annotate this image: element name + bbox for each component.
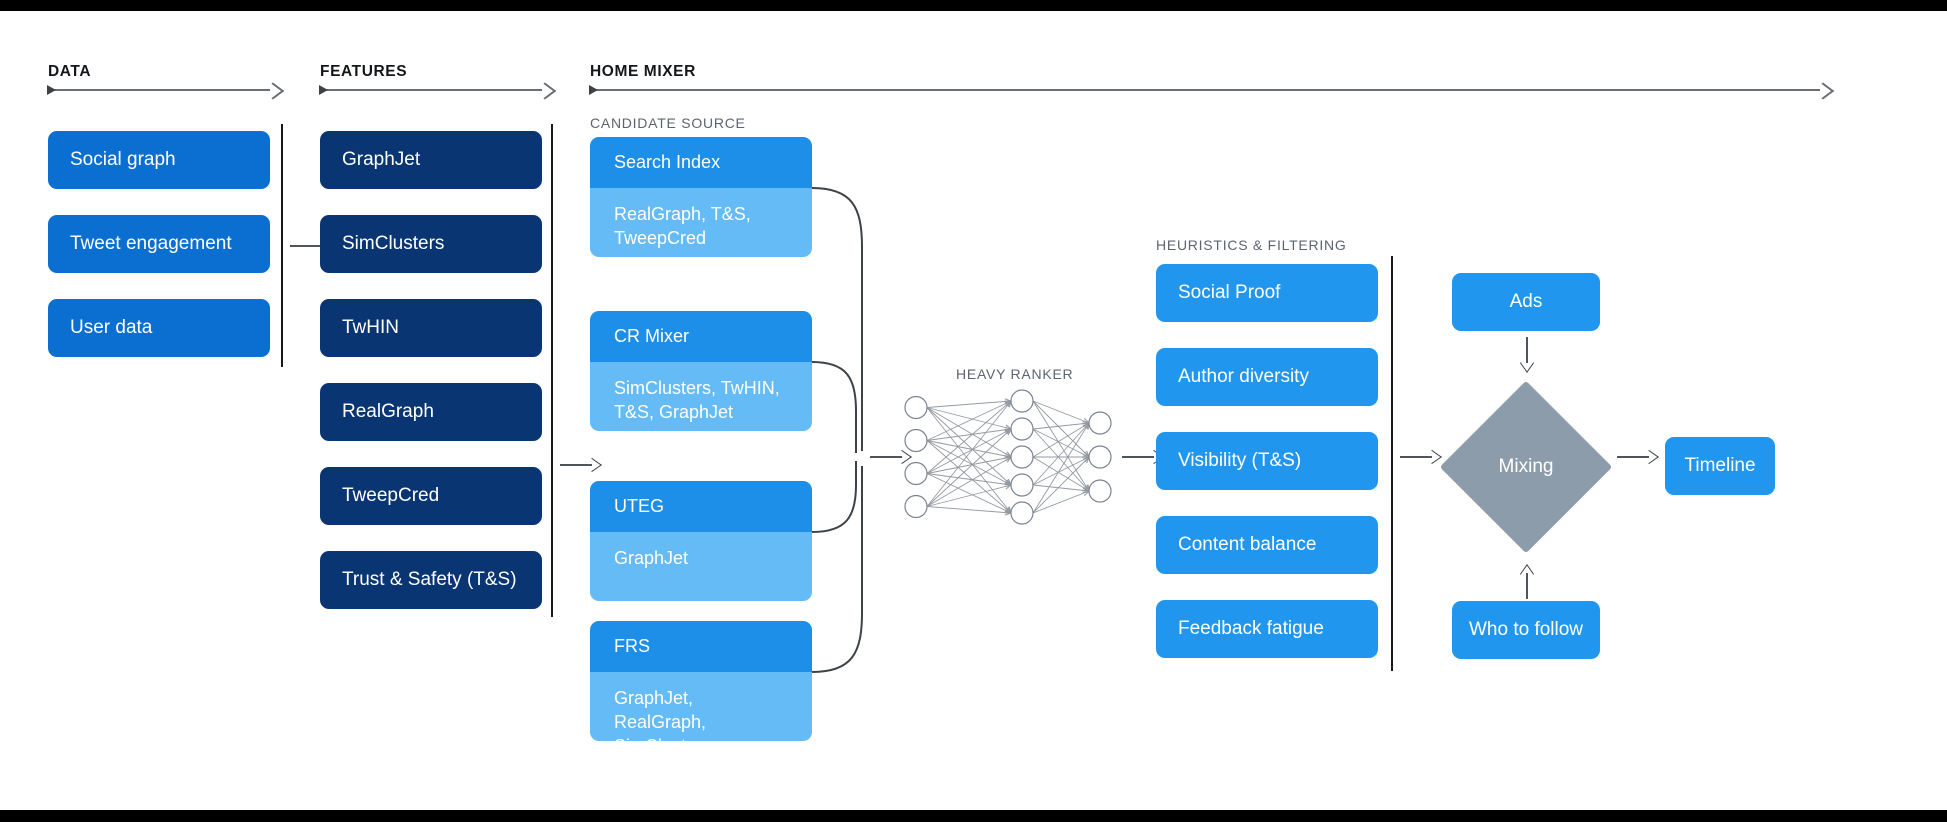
subsection-header-heavy-ranker: HEAVY RANKER bbox=[956, 366, 1074, 382]
heuristic-item-visibility[interactable]: Visibility (T&S) bbox=[1156, 432, 1378, 490]
divider-data-features bbox=[281, 124, 283, 367]
heuristic-item-label: Visibility (T&S) bbox=[1178, 450, 1302, 471]
output-ads-box[interactable]: Ads bbox=[1452, 273, 1600, 331]
section-rule-home-mixer bbox=[589, 85, 1820, 95]
mixing-label: Mixing bbox=[1498, 456, 1554, 477]
output-who-to-follow-label: Who to follow bbox=[1468, 619, 1584, 640]
feature-item-label: TwHIN bbox=[342, 317, 399, 338]
connector-cr-mixer bbox=[811, 361, 857, 453]
divider-features-home-mixer bbox=[551, 124, 553, 617]
feature-item-label: RealGraph bbox=[342, 401, 434, 422]
output-who-to-follow-box[interactable]: Who to follow bbox=[1452, 601, 1600, 659]
subsection-header-heuristics: HEURISTICS & FILTERING bbox=[1156, 237, 1347, 253]
data-item-label: User data bbox=[70, 317, 153, 338]
feature-item-simclusters[interactable]: SimClusters bbox=[320, 215, 542, 273]
output-ads-label: Ads bbox=[1509, 291, 1543, 312]
heuristic-item-label: Content balance bbox=[1178, 534, 1317, 555]
data-item-label: Tweet engagement bbox=[70, 233, 232, 254]
data-item-label: Social graph bbox=[70, 149, 176, 170]
candidate-source-title: UTEG bbox=[590, 481, 812, 532]
feature-item-label: TweepCred bbox=[342, 485, 440, 506]
connector-frs bbox=[811, 466, 863, 673]
feature-item-twhin[interactable]: TwHIN bbox=[320, 299, 542, 357]
candidate-source-card-frs[interactable]: FRS GraphJet, RealGraph,SimClusters bbox=[590, 621, 812, 741]
section-rule-data bbox=[47, 85, 270, 95]
candidate-source-card-search-index[interactable]: Search Index RealGraph, T&S,TweepCred bbox=[590, 137, 812, 257]
output-timeline-label: Timeline bbox=[1684, 455, 1756, 476]
feature-item-trust-safety[interactable]: Trust & Safety (T&S) bbox=[320, 551, 542, 609]
section-header-data: DATA bbox=[48, 63, 92, 80]
arrow-who-to-follow-to-mixing bbox=[1526, 573, 1528, 599]
connector-search-index bbox=[811, 187, 863, 451]
feature-item-tweepcred[interactable]: TweepCred bbox=[320, 467, 542, 525]
candidate-source-features: GraphJet, RealGraph,SimClusters bbox=[590, 672, 812, 741]
arrow-candidates-to-ranker bbox=[870, 456, 902, 458]
heuristic-item-label: Social Proof bbox=[1178, 282, 1281, 303]
section-header-features: FEATURES bbox=[320, 63, 408, 80]
bottom-frame-bar bbox=[0, 810, 1947, 822]
data-item-tweet-engagement[interactable]: Tweet engagement bbox=[48, 215, 270, 273]
diagram-canvas: DATA FEATURES HOME MIXER CANDIDATE SOURC… bbox=[0, 11, 1947, 810]
arrow-heuristics-to-mixing bbox=[1400, 456, 1432, 458]
divider-heuristics-output bbox=[1391, 256, 1393, 671]
candidate-source-features: RealGraph, T&S,TweepCred bbox=[590, 188, 812, 257]
connector-overlay bbox=[811, 187, 863, 673]
heuristic-item-author-diversity[interactable]: Author diversity bbox=[1156, 348, 1378, 406]
heuristic-item-content-balance[interactable]: Content balance bbox=[1156, 516, 1378, 574]
candidate-source-title: CR Mixer bbox=[590, 311, 812, 362]
arrow-features-to-home-mixer bbox=[560, 464, 592, 466]
candidate-source-card-uteg[interactable]: UTEG GraphJet bbox=[590, 481, 812, 601]
candidate-source-title: FRS bbox=[590, 621, 812, 672]
heuristic-item-social-proof[interactable]: Social Proof bbox=[1156, 264, 1378, 322]
arrow-ads-to-mixing bbox=[1526, 337, 1528, 363]
feature-item-label: GraphJet bbox=[342, 149, 421, 170]
arrow-mixing-to-timeline bbox=[1617, 456, 1649, 458]
heuristic-item-feedback-fatigue[interactable]: Feedback fatigue bbox=[1156, 600, 1378, 658]
data-item-social-graph[interactable]: Social graph bbox=[48, 131, 270, 189]
heuristic-item-label: Author diversity bbox=[1178, 366, 1309, 387]
top-frame-bar bbox=[0, 0, 1947, 11]
feature-item-realgraph[interactable]: RealGraph bbox=[320, 383, 542, 441]
section-header-home-mixer: HOME MIXER bbox=[590, 63, 696, 80]
arrow-data-to-features bbox=[290, 245, 322, 247]
data-item-user-data[interactable]: User data bbox=[48, 299, 270, 357]
arrow-ranker-to-heuristics bbox=[1122, 456, 1154, 458]
section-rule-features bbox=[319, 85, 542, 95]
feature-item-label: SimClusters bbox=[342, 233, 445, 254]
feature-item-graphjet[interactable]: GraphJet bbox=[320, 131, 542, 189]
heavy-ranker-network bbox=[904, 389, 1112, 525]
feature-item-label: Trust & Safety (T&S) bbox=[342, 569, 517, 590]
candidate-source-card-cr-mixer[interactable]: CR Mixer SimClusters, TwHIN,T&S, GraphJe… bbox=[590, 311, 812, 431]
output-timeline-box[interactable]: Timeline bbox=[1665, 437, 1775, 495]
heuristic-item-label: Feedback fatigue bbox=[1178, 618, 1324, 639]
connector-uteg bbox=[811, 461, 857, 533]
candidate-source-features: GraphJet bbox=[590, 532, 812, 601]
candidate-source-features: SimClusters, TwHIN,T&S, GraphJet bbox=[590, 362, 812, 431]
subsection-header-candidate-source: CANDIDATE SOURCE bbox=[590, 115, 746, 131]
candidate-source-title: Search Index bbox=[590, 137, 812, 188]
